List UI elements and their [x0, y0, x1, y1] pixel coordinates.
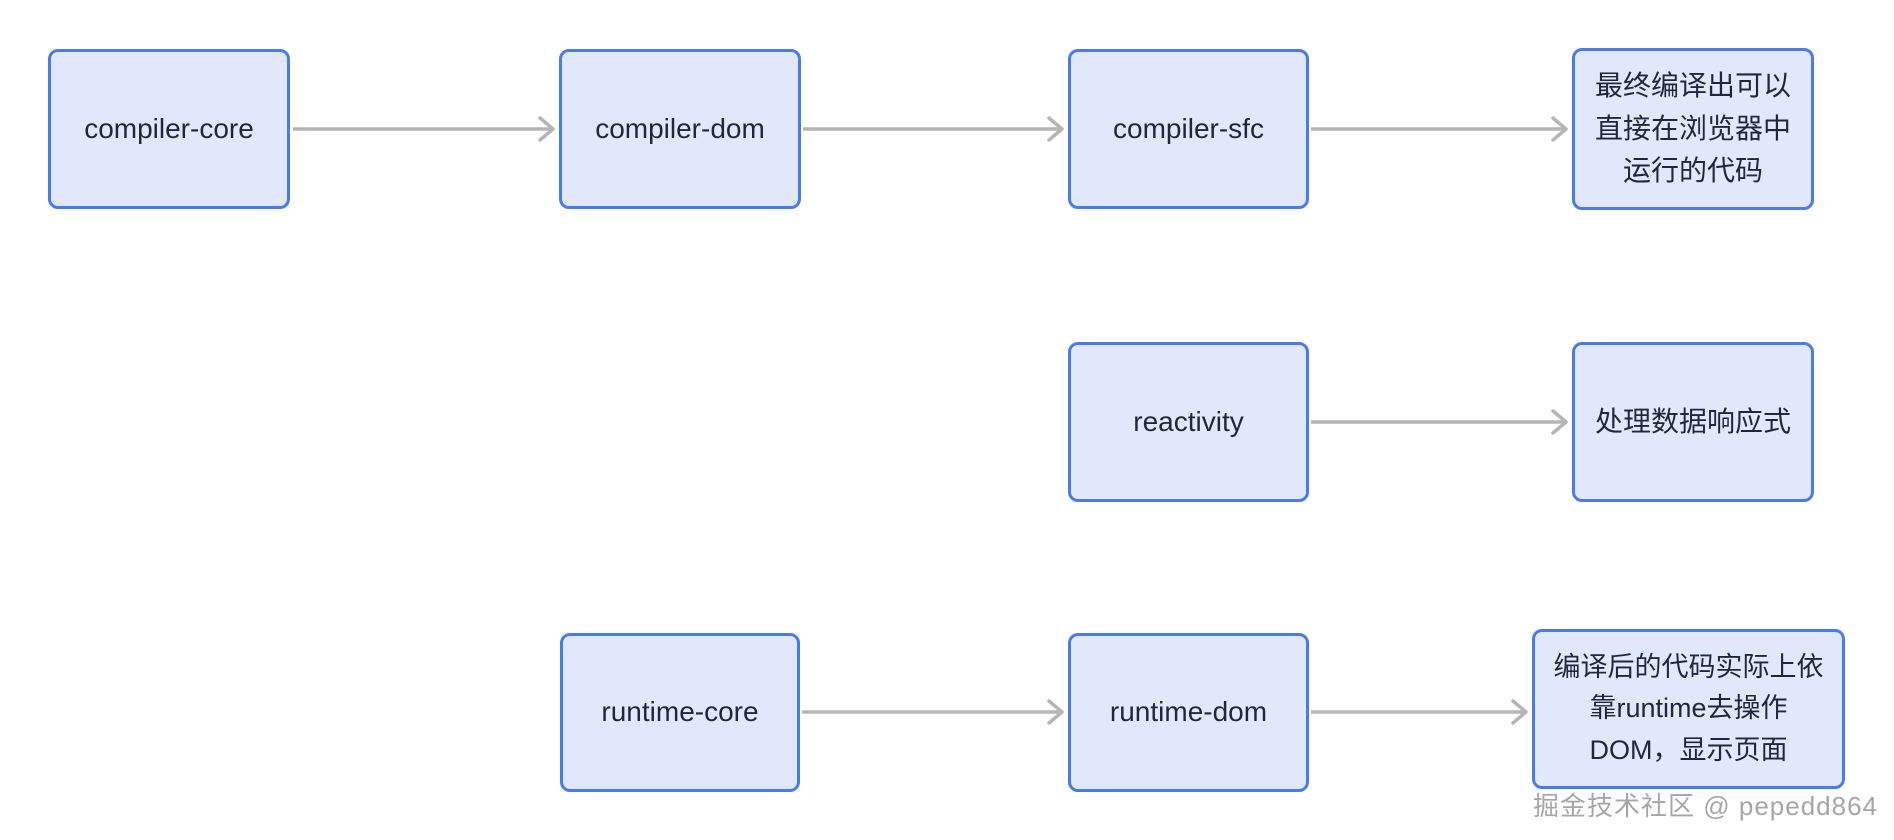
node-label: 最终编译出可以 直接在浏览器中 运行的代码 [1594, 70, 1791, 187]
node-compiler-sfc: compiler-sfc [1068, 49, 1309, 209]
node-label: compiler-core [84, 112, 254, 144]
node-label: 编译后的代码实际上依 靠runtime去操作 DOM，显示页面 [1553, 652, 1824, 765]
node-compiler-core: compiler-core [48, 49, 290, 209]
node-label: compiler-sfc [1113, 112, 1264, 144]
node-reactivity-desc: 处理数据响应式 [1572, 342, 1814, 502]
node-label: 处理数据响应式 [1594, 405, 1791, 437]
node-label: compiler-dom [595, 112, 765, 144]
node-compile-output: 最终编译出可以 直接在浏览器中 运行的代码 [1572, 48, 1814, 210]
node-label: reactivity [1133, 405, 1244, 437]
node-label: runtime-dom [1109, 696, 1268, 728]
watermark: 掘金技术社区 @ pepedd864 [1533, 791, 1878, 821]
node-compiler-dom: compiler-dom [559, 49, 801, 209]
node-reactivity: reactivity [1068, 342, 1309, 502]
node-runtime-desc: 编译后的代码实际上依 靠runtime去操作 DOM，显示页面 [1532, 629, 1845, 789]
node-runtime-dom: runtime-dom [1068, 633, 1309, 792]
node-runtime-core: runtime-core [560, 633, 800, 792]
node-label: runtime-core [601, 696, 759, 728]
